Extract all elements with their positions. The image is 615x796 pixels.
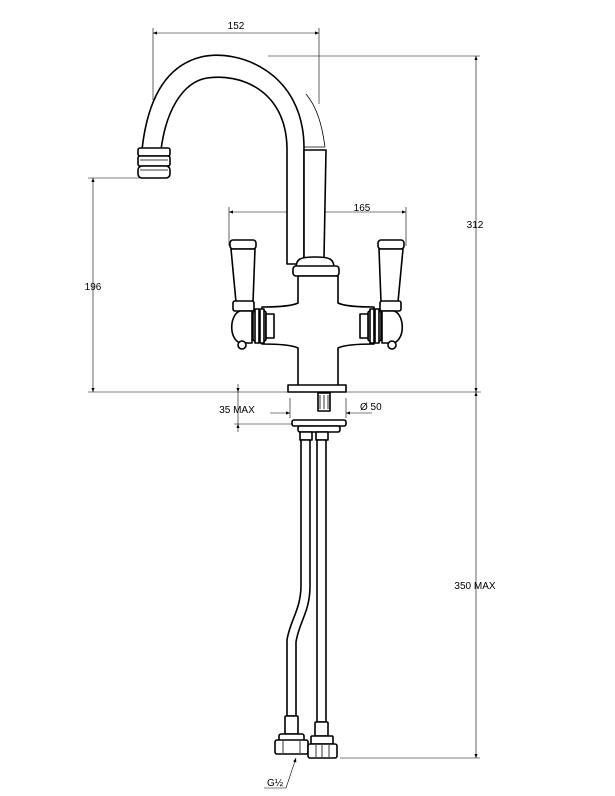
label-total-height: 312 (467, 220, 484, 231)
flexible-hoses (274, 439, 338, 759)
hose-right (316, 439, 327, 723)
label-hose-length: 350 MAX (454, 581, 495, 592)
left-handle-lever (230, 248, 256, 303)
right-handle-hub (381, 310, 404, 344)
hose-gland-right (315, 431, 329, 441)
spout-base-ring (292, 265, 340, 277)
right-handle-button (387, 340, 397, 350)
spout-column (303, 149, 327, 259)
dimension-labels: 152 312 165 196 35 MAX Ø 50 350 MAX G½ (85, 21, 496, 789)
tap-outline (137, 54, 405, 393)
right-bonnet-inner (359, 313, 369, 339)
hose-gland-left (299, 431, 313, 441)
aerator-collar (137, 147, 171, 157)
fixing-washer (291, 419, 347, 427)
cross-body (261, 275, 375, 387)
hose-left (286, 439, 311, 717)
right-bonnet-ring-1 (374, 308, 380, 344)
thread-leader-diagonal (285, 757, 297, 789)
right-bonnet-ring-2 (369, 308, 375, 344)
left-handle-button (237, 340, 247, 350)
left-handle-collar (232, 300, 255, 312)
right-fitting-nut (307, 743, 338, 759)
left-hose-crimp (284, 715, 299, 735)
label-deck-thickness: 35 MAX (219, 405, 255, 416)
dimension-lines (88, 28, 481, 789)
label-spout-reach: 152 (228, 21, 245, 32)
aerator-nozzle (137, 165, 171, 179)
right-hose-crimp (314, 721, 329, 737)
right-handle-cap (377, 239, 405, 250)
label-handle-span: 165 (354, 203, 371, 214)
left-handle-cap (229, 239, 257, 250)
label-thread: G½ (267, 778, 284, 789)
left-fitting-nut (274, 739, 309, 755)
right-hose-fitting (310, 735, 334, 745)
aerator-band (137, 155, 171, 167)
left-handle-hub (230, 310, 253, 344)
under-deck-fixings (291, 392, 347, 441)
spout-seam-outer (305, 93, 326, 148)
left-bonnet-ring-1 (254, 308, 260, 344)
label-spout-height: 196 (85, 282, 102, 293)
left-bonnet-ring-2 (259, 308, 265, 344)
base-plate (287, 384, 347, 393)
label-base-diameter: Ø 50 (360, 402, 382, 413)
right-handle-collar (379, 300, 402, 312)
left-bonnet-inner (265, 313, 275, 339)
right-handle-lever (378, 248, 404, 303)
fixing-nut (297, 425, 341, 433)
